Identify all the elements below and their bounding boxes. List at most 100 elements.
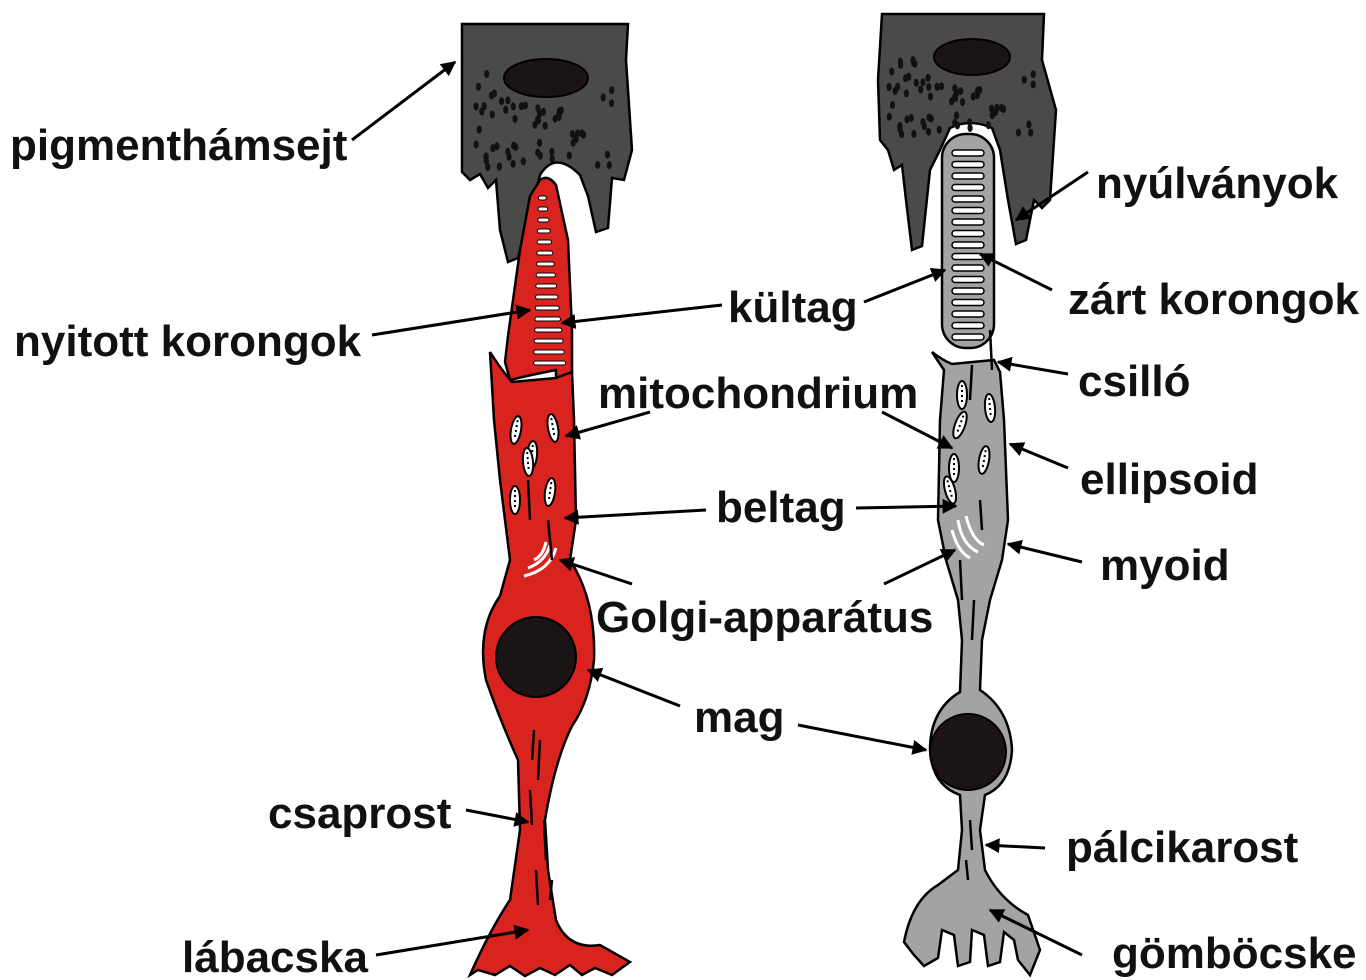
- pigment-granule: [490, 144, 495, 152]
- closed-disc: [952, 162, 984, 168]
- pigment-granule: [476, 83, 481, 91]
- arrow-myoid: [1008, 544, 1082, 562]
- closed-disc: [952, 231, 984, 237]
- pigment-granule: [510, 160, 515, 168]
- arrow-open-discs: [372, 310, 530, 335]
- pigment-granule: [926, 74, 931, 82]
- closed-disc: [952, 185, 984, 191]
- pigment-granule: [975, 91, 980, 99]
- pigment-granule: [999, 104, 1004, 112]
- closed-disc: [952, 300, 984, 306]
- closed-disc: [952, 242, 984, 248]
- pigment-cell-nucleus: [504, 59, 588, 97]
- label-pedicle: lábacska: [182, 933, 368, 980]
- pigment-granule: [926, 128, 931, 136]
- pigment-granule: [910, 56, 915, 64]
- arrow-inner-segment-rod: [856, 506, 956, 508]
- closed-disc: [952, 323, 984, 329]
- label-mitochondrion: mitochondrium: [598, 369, 918, 418]
- open-disc: [535, 317, 561, 321]
- arrow-outer-segment-rod: [864, 270, 945, 302]
- label-closed-discs: zárt korongok: [1068, 275, 1359, 324]
- closed-disc: [952, 265, 984, 271]
- pigment-granule: [1028, 129, 1033, 137]
- pigment-granule: [955, 121, 960, 129]
- arrow-cilium: [998, 362, 1068, 374]
- pigment-granule: [911, 130, 916, 138]
- label-inner-segment: beltag: [716, 483, 846, 532]
- open-disc: [534, 339, 563, 343]
- label-processes: nyúlványok: [1096, 159, 1339, 208]
- pigment-granule: [482, 102, 487, 110]
- pigment-granule: [474, 141, 479, 149]
- pigment-granule: [1031, 70, 1036, 78]
- arrow-nucleus-rod: [798, 725, 926, 750]
- pigment-granule: [519, 102, 524, 110]
- pigment-granule: [920, 118, 925, 126]
- closed-disc: [952, 196, 984, 202]
- pigment-granule: [549, 148, 554, 156]
- closed-disc: [952, 254, 984, 260]
- pigment-granule: [485, 163, 490, 171]
- pigment-granule: [497, 163, 502, 171]
- open-disc: [537, 251, 553, 255]
- pigment-granule: [535, 104, 540, 112]
- pigment-granule: [895, 83, 900, 91]
- label-outer-segment: kültag: [728, 283, 858, 332]
- arrow-outer-segment-cone: [562, 305, 722, 323]
- pigment-granule: [483, 153, 488, 161]
- label-pigment-cell: pigmenthámsejt: [10, 121, 348, 170]
- open-disc: [537, 262, 555, 266]
- pigment-granule: [473, 103, 478, 111]
- pigment-granule: [904, 89, 909, 97]
- pigment-granule: [918, 86, 923, 94]
- rod-closed-discs: [952, 150, 984, 340]
- pigment-granule: [1031, 80, 1036, 88]
- pigment-granule: [889, 68, 894, 76]
- pigment-granule: [899, 130, 904, 138]
- pigment-granule: [928, 93, 933, 101]
- pigment-granule: [904, 116, 909, 124]
- pigment-granule: [543, 122, 548, 130]
- label-spherule: gömböcske: [1112, 929, 1357, 978]
- label-golgi: Golgi-apparátus: [596, 593, 933, 642]
- pigment-granule: [511, 103, 516, 111]
- pigment-granule: [575, 129, 580, 137]
- pigment-granule: [609, 99, 614, 107]
- labels: pigmenthámsejt nyitott korongok kültag m…: [10, 121, 1359, 980]
- pigment-granule: [609, 86, 614, 94]
- pigment-granule: [927, 114, 932, 122]
- arrow-inner-segment-cone: [565, 510, 706, 518]
- closed-disc: [952, 334, 984, 340]
- pigment-granule: [511, 142, 516, 150]
- label-ellipsoid: ellipsoid: [1080, 455, 1258, 504]
- pigment-granule: [887, 113, 892, 121]
- open-disc: [538, 207, 548, 211]
- rod-cell-body: [904, 352, 1040, 975]
- pigment-granule: [958, 87, 963, 95]
- pigment-granule: [605, 151, 610, 159]
- pigment-granule: [492, 90, 497, 98]
- arrow-nucleus-cone: [588, 670, 680, 706]
- pigment-granule: [906, 73, 911, 81]
- cone-nucleus: [496, 617, 576, 697]
- closed-disc: [952, 208, 984, 214]
- pigment-granule: [920, 78, 925, 86]
- arrow-rod-fiber: [986, 845, 1045, 848]
- pigment-granule: [567, 152, 572, 160]
- pigment-granule: [935, 83, 940, 91]
- open-disc: [538, 196, 546, 200]
- open-disc: [535, 328, 562, 332]
- closed-disc: [952, 150, 984, 156]
- pigment-granule: [541, 108, 546, 116]
- pigment-granule: [521, 157, 526, 165]
- pigment-granule: [914, 79, 919, 87]
- open-disc: [536, 284, 557, 288]
- arrow-pigment-cell: [352, 62, 455, 140]
- pigment-granule: [538, 152, 543, 160]
- pigment-granule: [887, 83, 892, 91]
- pigment-granule: [897, 122, 902, 130]
- open-disc: [538, 218, 549, 222]
